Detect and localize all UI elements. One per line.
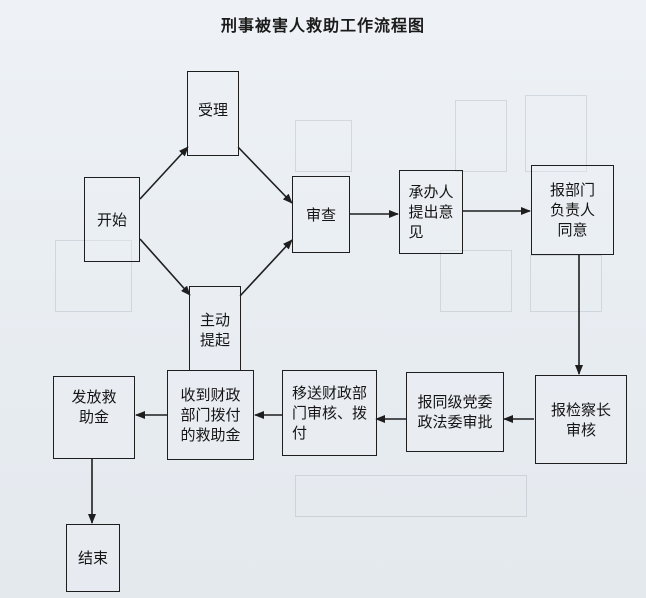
- node-party-committee: 报同级党委 政法委审批: [406, 372, 504, 452]
- node-end: 结束: [66, 524, 120, 592]
- bleed-through-box: [525, 95, 587, 172]
- edge-accept-review: [237, 146, 293, 204]
- bleed-through-box: [455, 100, 507, 172]
- bleed-through-box: [55, 240, 132, 312]
- edge-start-accept: [139, 146, 189, 200]
- node-dept-head: 报部门 负责人 同意: [531, 165, 614, 255]
- edge-start-initiate: [139, 238, 191, 296]
- bleed-through-box: [530, 255, 602, 312]
- edge-initiate-review: [239, 239, 293, 297]
- node-review: 审查: [292, 176, 350, 253]
- bleed-through-box: [440, 250, 512, 312]
- node-handler: 承办人 提出意 见: [399, 170, 463, 254]
- diagram-title: 刑事被害人救助工作流程图: [220, 16, 425, 35]
- node-distribute: 发放救 助金: [53, 376, 135, 459]
- node-chief-prosecutor: 报检察长 审核: [535, 375, 627, 464]
- node-receive-funds: 收到财政 部门拨付 的救助金: [167, 370, 254, 460]
- node-start: 开始: [84, 177, 140, 262]
- bleed-through-box: [295, 120, 352, 172]
- bleed-through-box: [295, 475, 527, 517]
- node-accept: 受理: [187, 71, 239, 156]
- node-finance-review: 移送财政部 门审核、拨 付: [282, 370, 377, 456]
- node-initiate: 主动 提起: [189, 286, 241, 371]
